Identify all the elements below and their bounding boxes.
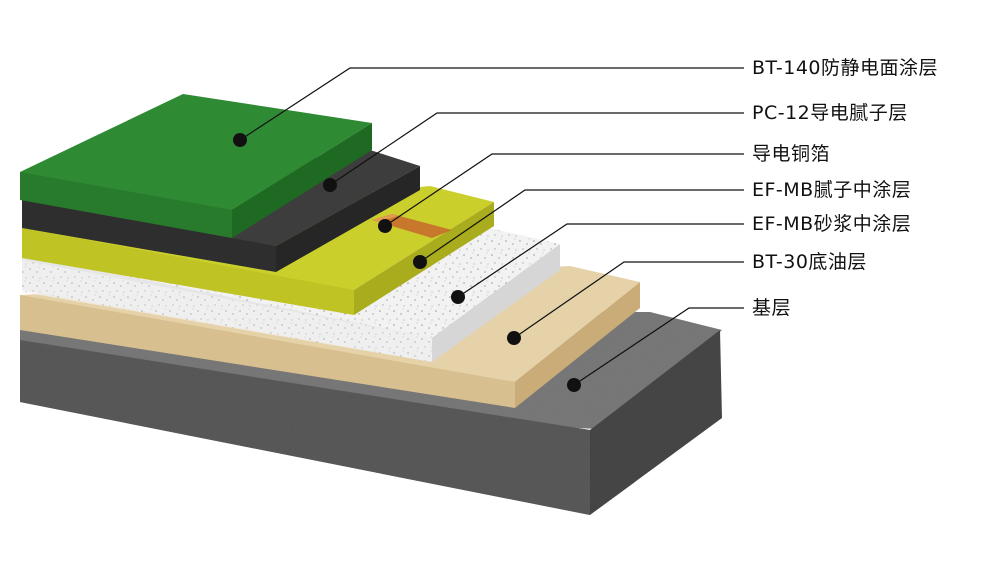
leader-dot-6 xyxy=(507,331,521,345)
layer-label-putty-mid: EF-MB腻子中涂层 xyxy=(752,179,912,201)
leader-line-6 xyxy=(513,261,744,339)
leader-line-1 xyxy=(239,67,744,141)
leader-dot-1 xyxy=(233,133,247,147)
layer-label-base: 基层 xyxy=(752,297,792,319)
leader-dot-2 xyxy=(323,178,337,192)
leader-dot-3 xyxy=(378,219,392,233)
leader-dots xyxy=(233,133,581,392)
leader-lines xyxy=(239,67,744,386)
leader-dot-7 xyxy=(567,378,581,392)
leader-dot-5 xyxy=(451,290,465,304)
layer-label-primer: BT-30底油层 xyxy=(752,251,867,273)
leader-line-4 xyxy=(419,189,744,263)
layer-label-mortar: EF-MB砂浆中涂层 xyxy=(752,213,912,235)
leader-dot-4 xyxy=(413,255,427,269)
copper-foil-strip xyxy=(372,214,452,238)
layer-label-top-coat: BT-140防静电面涂层 xyxy=(752,57,939,79)
leader-line-5 xyxy=(457,223,744,298)
leader-line-3 xyxy=(384,153,744,227)
layer-label-conductive-putty: PC-12导电腻子层 xyxy=(752,102,908,124)
leader-line-7 xyxy=(573,307,744,386)
layer-top-coat xyxy=(20,94,372,238)
leader-line-2 xyxy=(329,112,744,186)
layer-label-copper-foil: 导电铜箔 xyxy=(752,143,831,165)
